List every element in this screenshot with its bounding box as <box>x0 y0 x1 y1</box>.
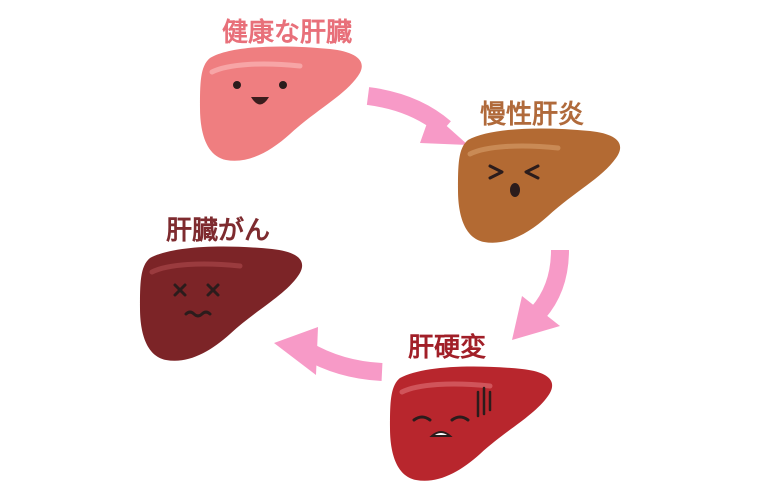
frown-mouth-icon <box>429 431 453 437</box>
tired-eye-icon <box>412 415 432 422</box>
squint-eye-icon <box>488 164 504 180</box>
right-eye-icon <box>279 81 287 89</box>
x-eyes-icon <box>173 283 220 297</box>
cancer-liver <box>140 246 303 361</box>
gloom-lines-icon <box>476 386 492 418</box>
arrow-hepatitis-to-cirrhosis <box>512 249 569 340</box>
arrow-cirrhosis-to-cancer <box>274 327 383 381</box>
label-cirrhosis: 肝硬変 <box>408 333 487 363</box>
smile-mouth-icon <box>251 97 269 105</box>
squint-eye-icon <box>524 164 540 180</box>
tired-eye-icon <box>450 415 470 422</box>
hepatitis-liver <box>458 128 621 243</box>
label-chronic-hepatitis: 慢性肝炎 <box>480 100 585 130</box>
cirrhosis-liver <box>390 366 553 481</box>
healthy-liver <box>200 46 362 161</box>
arrow-healthy-to-hepatitis <box>366 87 468 145</box>
wavy-mouth-icon <box>184 310 212 318</box>
left-eye-icon <box>233 81 241 89</box>
label-liver-cancer: 肝臓がん <box>166 216 271 246</box>
label-healthy-liver: 健康な肝臓 <box>222 18 353 48</box>
open-mouth-icon <box>510 183 520 197</box>
